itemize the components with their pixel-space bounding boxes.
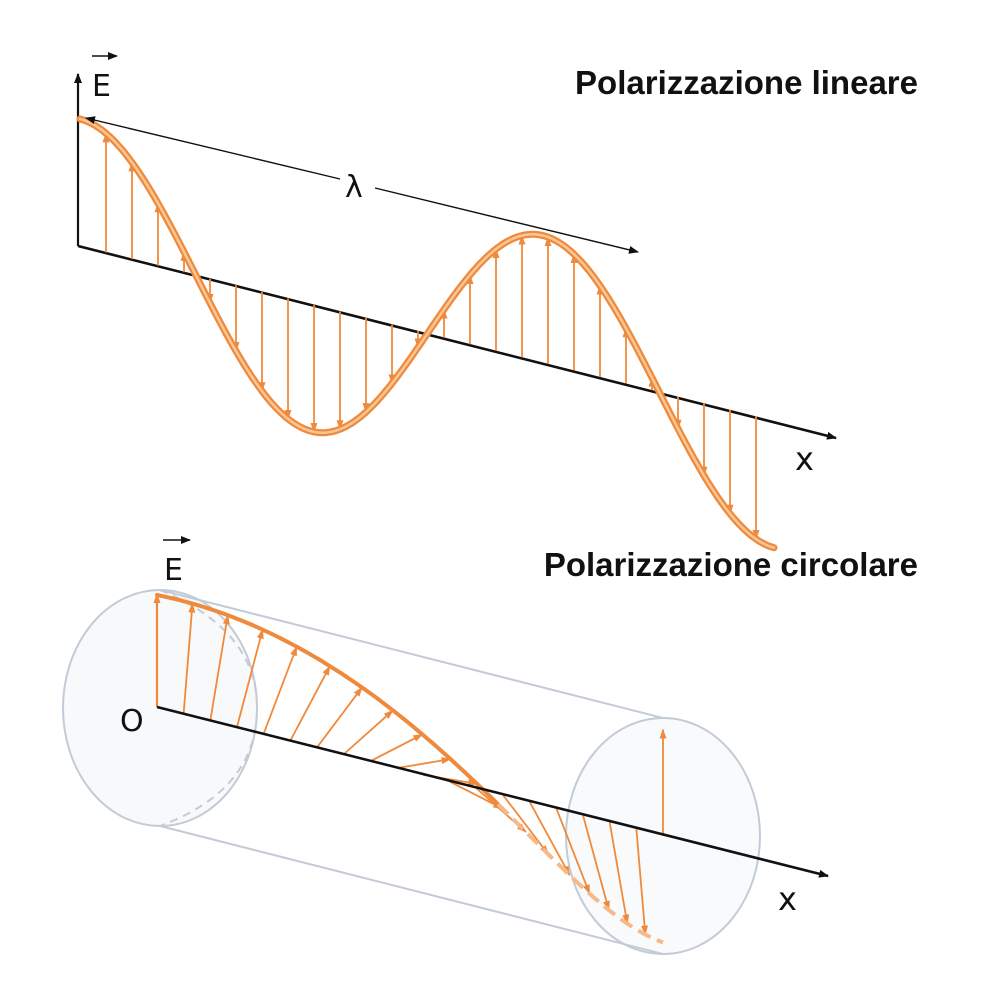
field-vector-arrow bbox=[236, 628, 264, 728]
cylinder-top-edge bbox=[159, 589, 664, 719]
linear-x-label: x bbox=[795, 440, 814, 478]
cylinder-bottom-edge bbox=[159, 825, 664, 955]
wavelength-arrow-left bbox=[85, 116, 341, 180]
circular-helix-curve-hidden bbox=[496, 802, 664, 945]
circular-x-label: x bbox=[778, 880, 797, 918]
field-vector-arrow bbox=[396, 757, 452, 769]
linear-panel: E x λ bbox=[74, 52, 837, 552]
cylinder-front-cap-hidden bbox=[159, 589, 259, 827]
circular-x-axis bbox=[156, 705, 829, 878]
field-vector-arrow bbox=[369, 733, 424, 763]
field-vector-arrow bbox=[502, 794, 550, 856]
wavelength-arrow-right bbox=[374, 187, 639, 254]
linear-e-label: E bbox=[92, 69, 111, 104]
field-vector-arrow bbox=[555, 808, 591, 895]
circular-e-label: E bbox=[164, 553, 183, 588]
circular-panel: E O x bbox=[62, 536, 829, 955]
field-vector-arrow bbox=[262, 645, 298, 735]
wavelength-label: λ bbox=[345, 170, 363, 205]
field-vector-arrow bbox=[342, 709, 394, 756]
circular-helix-curve bbox=[155, 593, 505, 811]
field-vector-arrow bbox=[529, 801, 571, 876]
field-vector-arrow bbox=[289, 665, 331, 742]
field-vector-arrow bbox=[209, 614, 230, 721]
circular-polarization-title: Polarizzazione circolare bbox=[543, 546, 918, 583]
origin-label: O bbox=[120, 704, 144, 739]
field-vector-arrow bbox=[635, 829, 649, 936]
circular-field-vectors bbox=[182, 602, 667, 936]
linear-polarization-title: Polarizzazione lineare bbox=[575, 64, 918, 101]
field-vector-arrow bbox=[316, 686, 363, 749]
field-vector-arrow bbox=[608, 822, 630, 925]
linear-field-vectors bbox=[102, 132, 760, 540]
field-vector-arrow bbox=[182, 602, 196, 714]
linear-x-axis bbox=[77, 244, 837, 440]
linear-wave-highlight bbox=[78, 117, 776, 549]
field-vector-arrow bbox=[582, 815, 610, 911]
